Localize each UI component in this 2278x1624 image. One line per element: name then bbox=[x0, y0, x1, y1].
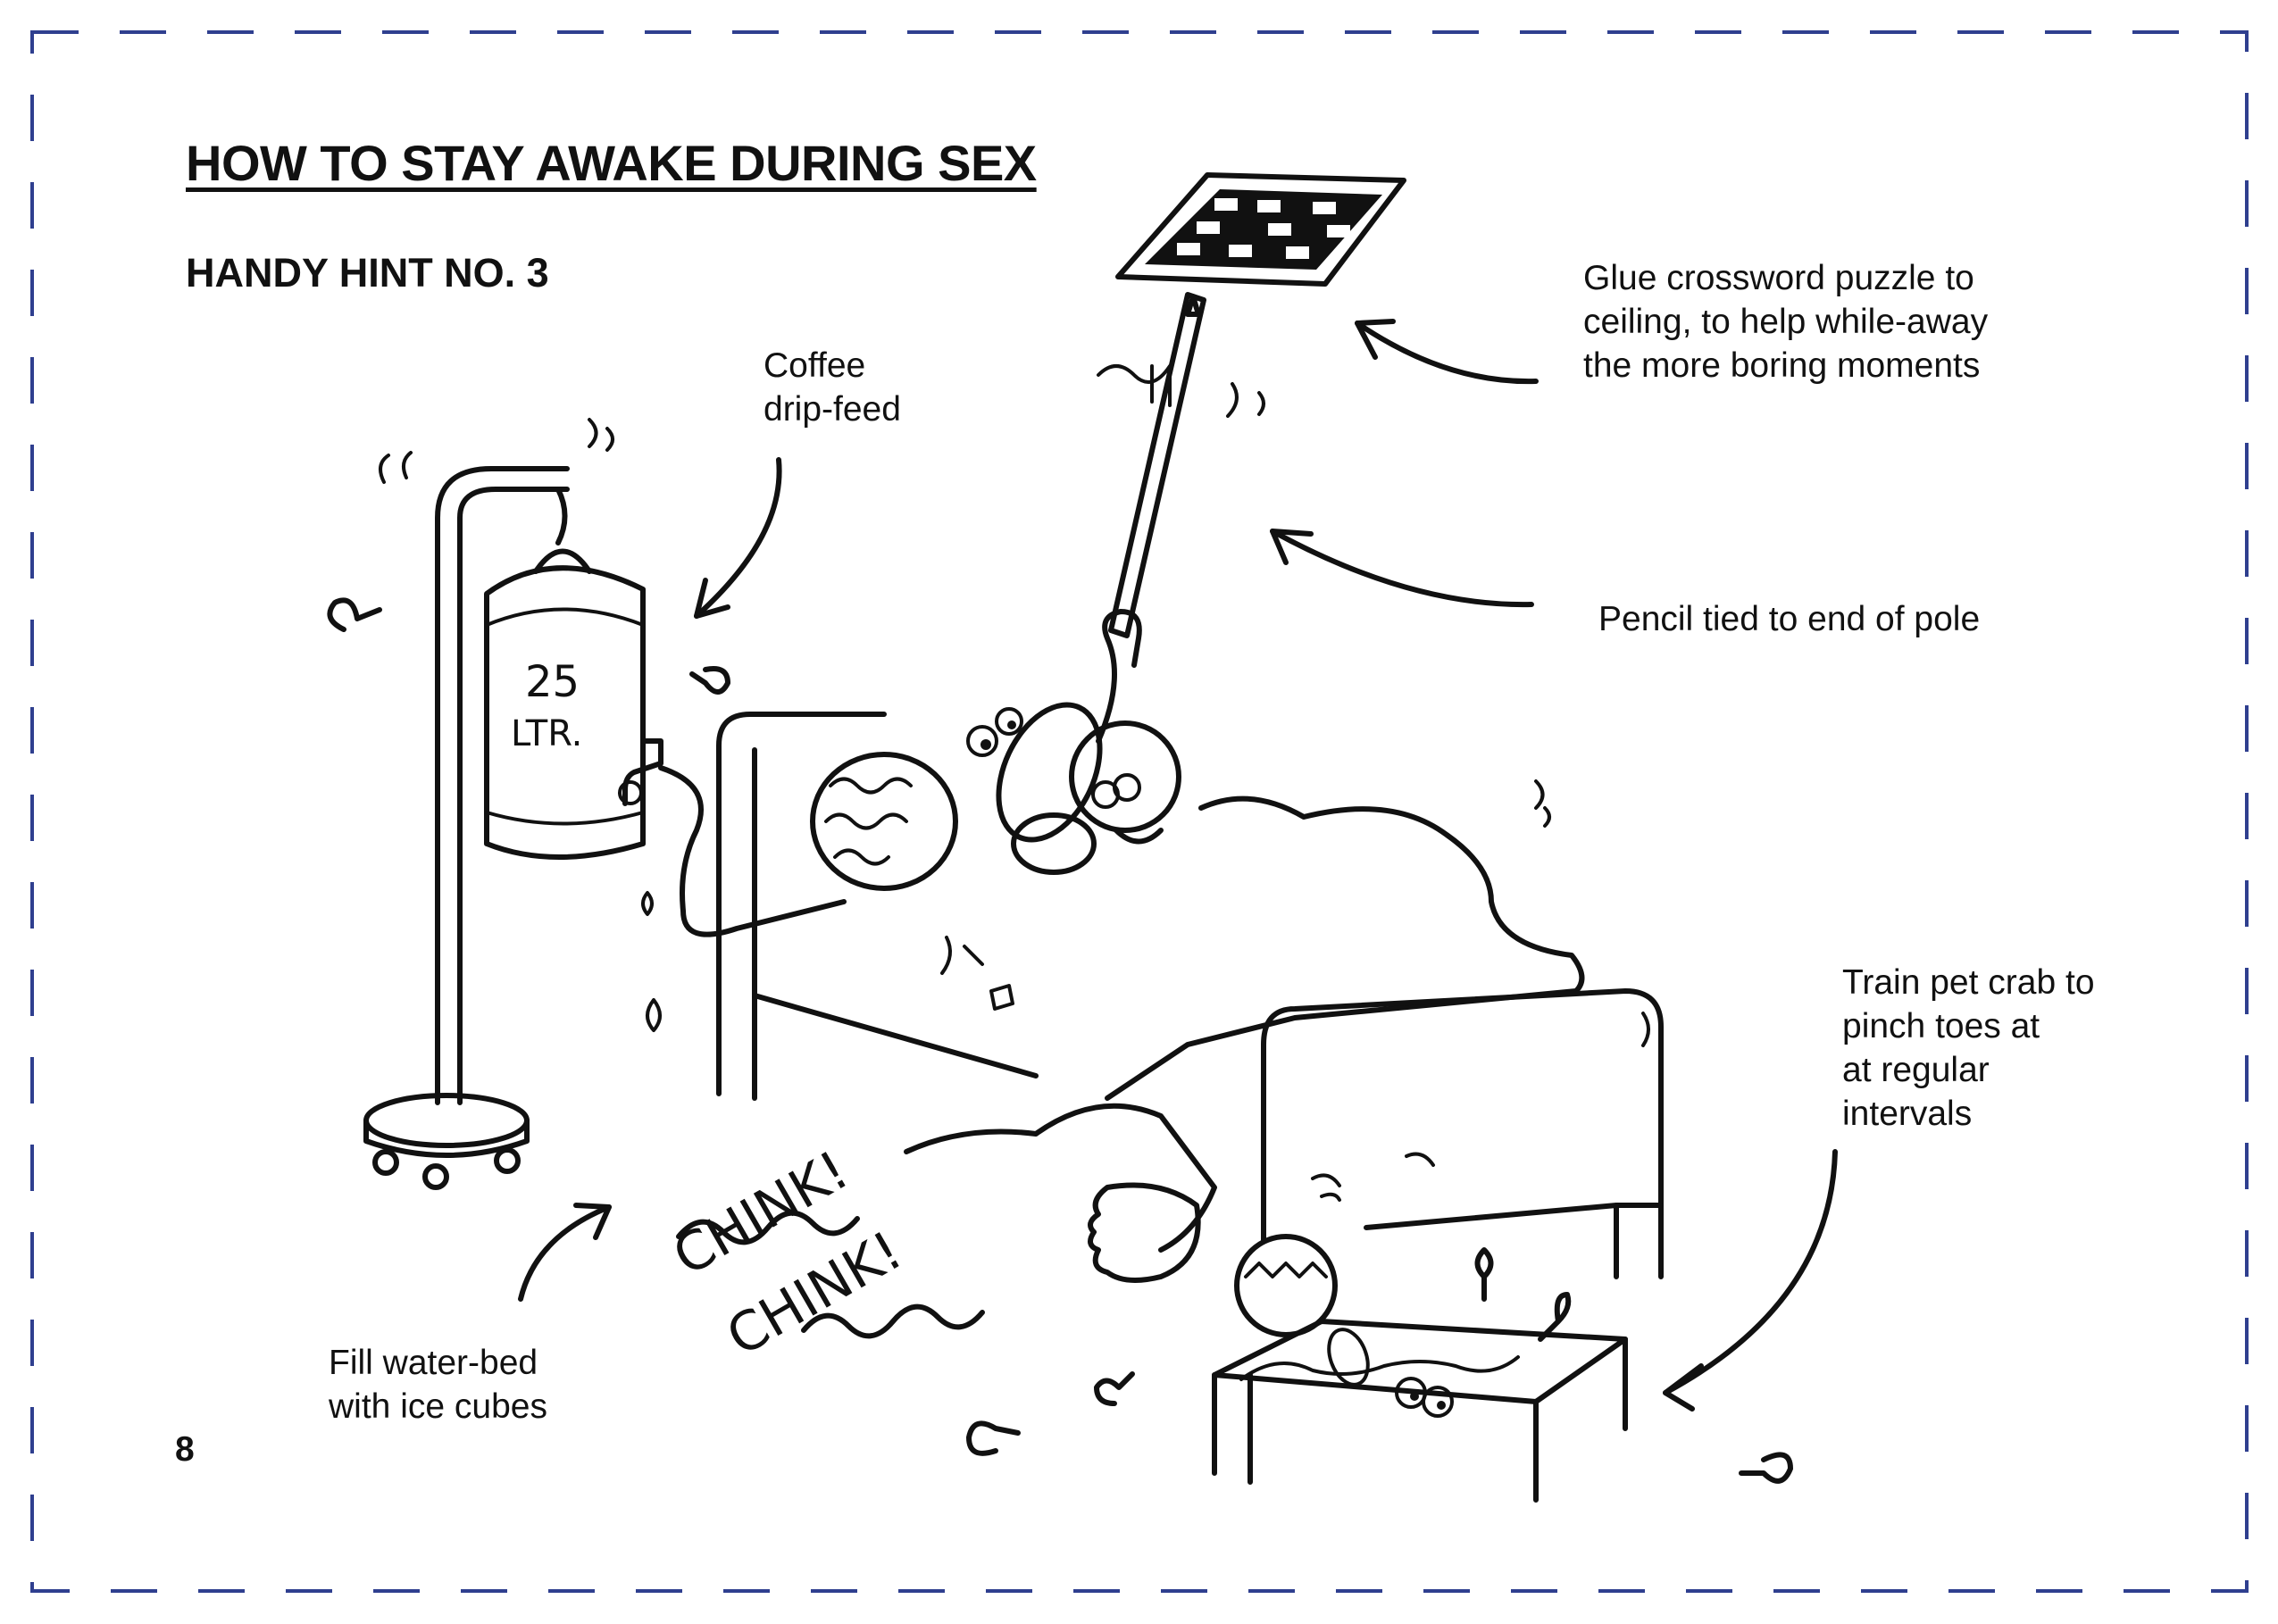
hint-heading: HANDY HINT NO. 3 bbox=[186, 250, 549, 296]
coffee-urn-drip-stand-drawing bbox=[363, 466, 847, 1190]
crab-and-tank-drawing bbox=[1212, 1234, 1628, 1503]
caption-pencil: Pencil tied to end of pole bbox=[1598, 600, 1981, 638]
page-number: 8 bbox=[175, 1430, 195, 1469]
motion-lines-drawing bbox=[379, 382, 1650, 1339]
caption-coffee-drip-feed: Coffee drip-feed bbox=[764, 346, 901, 429]
arrows-drawing bbox=[518, 319, 1838, 1412]
flying-drops-drawing bbox=[327, 597, 1793, 1484]
couple-in-bed-drawing bbox=[810, 609, 1181, 1011]
page-border bbox=[30, 30, 2249, 1593]
bed-drawing bbox=[716, 712, 1664, 1279]
caption-crossword: Glue crossword puzzle to ceiling, to hel… bbox=[1583, 259, 1989, 385]
foot-drawing bbox=[1088, 1182, 1201, 1283]
pole-with-pencil-drawing bbox=[1097, 292, 1206, 638]
urn-capacity-number: 25 bbox=[525, 657, 580, 707]
urn-capacity-unit: LTR. bbox=[511, 713, 582, 754]
crossword-puzzle-drawing bbox=[1115, 172, 1406, 287]
caption-water-bed: Fill water-bed with ice cubes bbox=[329, 1344, 547, 1426]
caption-pet-crab: Train pet crab to pinch toes at at regul… bbox=[1842, 963, 2095, 1133]
page-title: HOW TO STAY AWAKE DURING SEX bbox=[186, 135, 1037, 191]
